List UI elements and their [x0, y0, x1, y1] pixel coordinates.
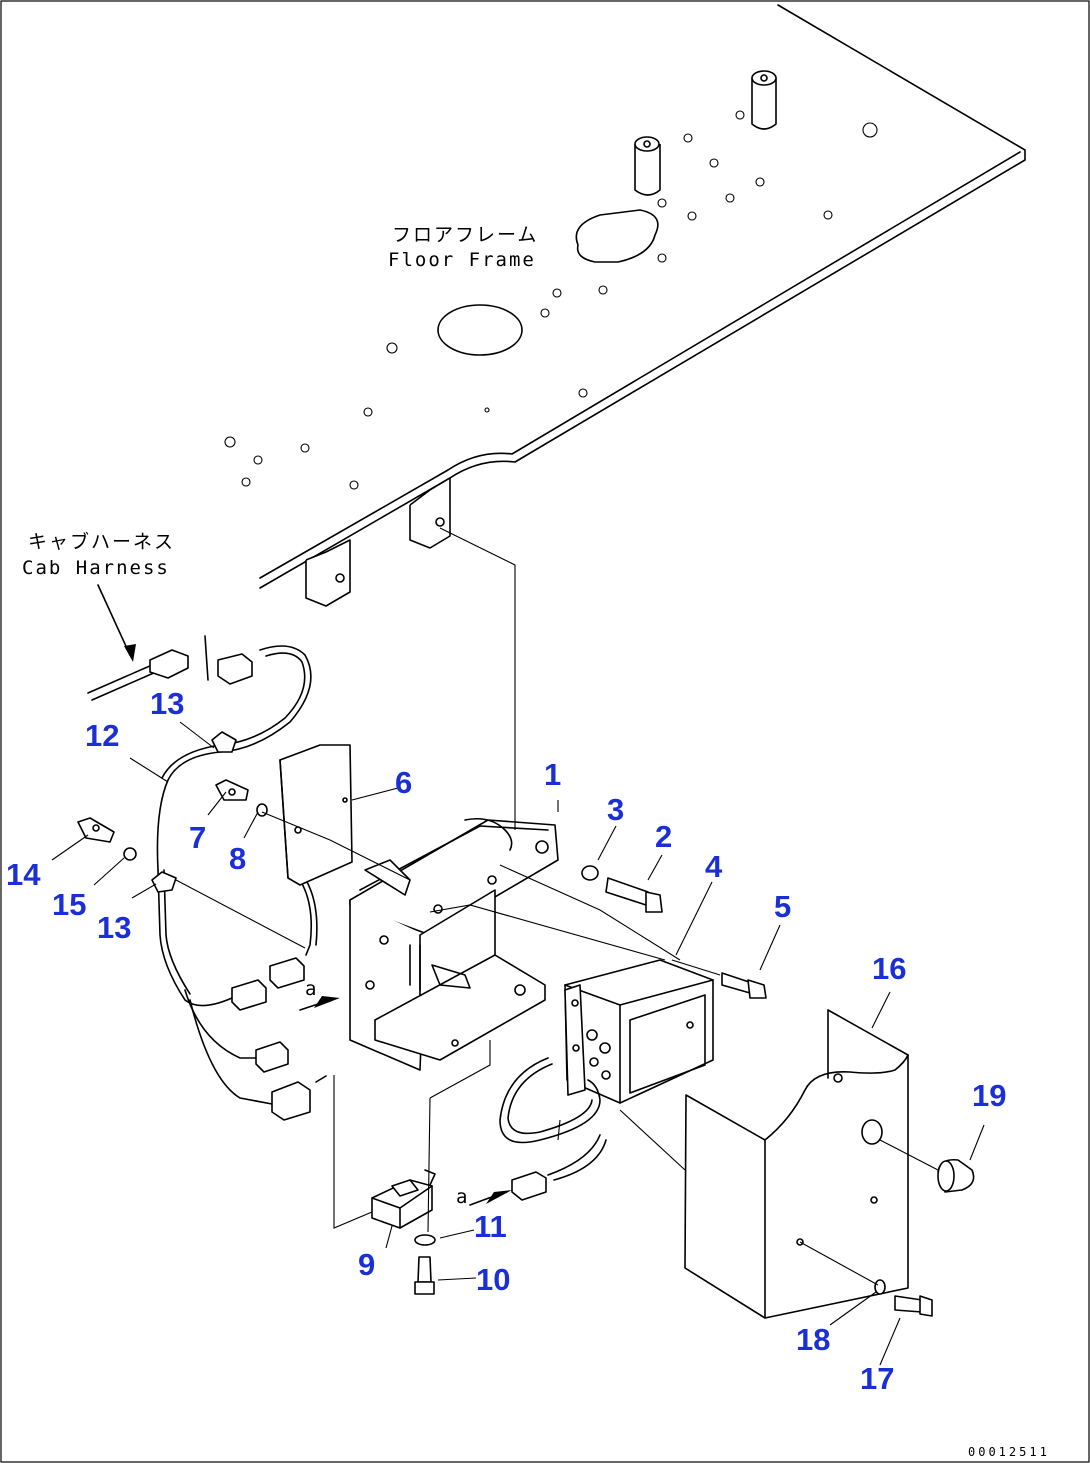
wiring-harness: [87, 635, 327, 1121]
document-number: 00012511: [968, 1445, 1050, 1459]
bolt-part-2: [605, 877, 663, 913]
callout-16: 16: [872, 951, 906, 986]
cab-harness-label-jp: キャブハーネス: [28, 530, 175, 553]
bracket-part-1: [349, 817, 559, 1071]
callout-10: 10: [476, 1262, 510, 1297]
washer-part-18: [874, 1279, 886, 1295]
callout-8: 8: [229, 841, 246, 876]
callout-6: 6: [395, 765, 412, 800]
callout-9: 9: [358, 1247, 375, 1282]
cab-harness-arrow-icon: [124, 644, 136, 662]
cab-harness-label-en: Cab Harness: [22, 557, 170, 579]
callout-19: 19: [972, 1078, 1006, 1113]
callout-15: 15: [52, 887, 86, 922]
callout-1: 1: [544, 757, 561, 792]
bolt-part-17: [894, 1295, 933, 1317]
switch-part-9: [371, 1169, 436, 1229]
floor-frame-plate: [224, 4, 1026, 607]
plug-part-19: [937, 1158, 975, 1193]
callout-11: 11: [474, 1209, 507, 1244]
callout-4: 4: [705, 849, 723, 884]
callout-13-top: 13: [150, 686, 184, 721]
callout-17: 17: [860, 1361, 894, 1396]
bolt-part-10: [414, 1256, 435, 1295]
connector-cable: [499, 1057, 601, 1144]
view-a-arrow-top-icon: [314, 996, 340, 1008]
floor-frame-label-en: Floor Frame: [388, 249, 536, 271]
screw-part-5: [721, 972, 767, 999]
leader-lines: [51, 721, 985, 1366]
callout-18: 18: [796, 1322, 830, 1357]
connector-plug: [511, 1171, 547, 1201]
washer-part-11: [414, 1234, 436, 1246]
cover-part-16: [684, 1009, 909, 1319]
frame-holes: [224, 110, 878, 490]
washer-part-8: [256, 803, 268, 817]
washer-part-15: [123, 847, 137, 861]
callout-13-bottom: 13: [97, 910, 131, 945]
view-a-arrow-bottom-icon: [486, 1190, 512, 1204]
callout-2: 2: [655, 819, 672, 854]
floor-frame-label-jp: フロアフレーム: [392, 224, 538, 246]
callout-5: 5: [774, 889, 791, 924]
controller-box-part-4: [564, 959, 714, 1104]
view-a-label-bottom: a: [456, 1186, 469, 1208]
callouts: 1 2 3 4 5 6 7 8 9 10 11 12 13 13 14 15 1…: [6, 686, 1006, 1396]
view-a-label-top: a: [305, 978, 318, 1000]
callout-14: 14: [6, 857, 41, 892]
washer-part-3: [581, 865, 599, 881]
callout-3: 3: [607, 792, 624, 827]
assembly-lines: [175, 527, 939, 1286]
bolt-part-7: [215, 779, 249, 801]
callout-7: 7: [189, 820, 206, 855]
callout-12: 12: [85, 718, 119, 753]
cab-harness-leader: [97, 584, 131, 656]
plate-part-6: [279, 744, 353, 886]
